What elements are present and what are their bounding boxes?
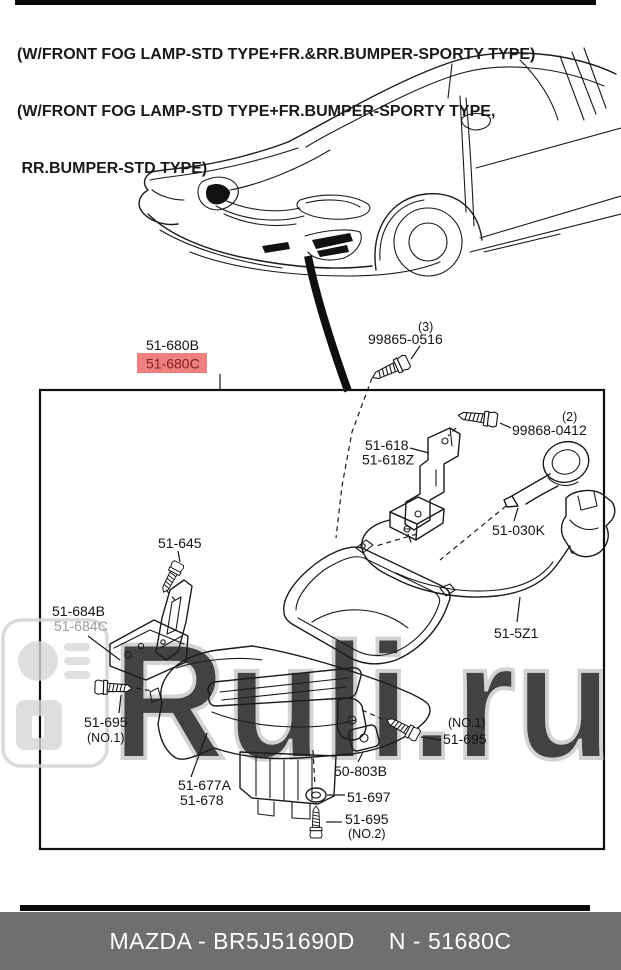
- left-headlamp-dark: [205, 184, 230, 205]
- screw-99865-icon: [368, 353, 412, 385]
- part-label-51-677a[interactable]: 51-677A: [178, 777, 232, 793]
- watermark-text: Ruli.ru: [112, 609, 612, 793]
- qty-label-3: (3): [418, 320, 433, 334]
- part-label-51-695-no2[interactable]: 51-695: [345, 811, 389, 827]
- part-label-50-803b[interactable]: 50-803B: [334, 763, 387, 779]
- screw-99868-icon: [456, 407, 499, 428]
- part-label-51-5z1[interactable]: 51-5Z1: [494, 625, 539, 641]
- option-header: (W/FRONT FOG LAMP-STD TYPE+FR.&RR.BUMPER…: [17, 7, 535, 216]
- footer-catalog-code: MAZDA - BR5J51690D: [109, 927, 355, 954]
- part-label-51-697[interactable]: 51-697: [347, 789, 391, 805]
- part-label-51-645[interactable]: 51-645: [158, 535, 202, 551]
- qty-label-no1-right: (NO.1): [448, 716, 486, 730]
- part-label-51-618z[interactable]: 51-618Z: [362, 452, 415, 468]
- pointer-swoosh: [304, 255, 352, 393]
- qty-label-2: (2): [562, 410, 577, 424]
- part-label-51-695-left[interactable]: 51-695: [84, 714, 128, 730]
- fog-lamp-dark-slot: [312, 233, 353, 249]
- parts-diagram: Ruli.ru: [1, 47, 621, 851]
- footer-bar: MAZDA - BR5J51690D N - 51680C: [0, 912, 621, 970]
- bottom-rule: [20, 905, 590, 911]
- callout-labels: 51-680B 51-680C (3) 99865-0516 (2) 99868…: [52, 320, 587, 841]
- part-label-51-695-right[interactable]: 51-695: [443, 731, 487, 747]
- grommet-697: [305, 787, 327, 803]
- footer-part-code: N - 51680C: [388, 927, 512, 954]
- part-label-51-680b[interactable]: 51-680B: [146, 337, 199, 353]
- part-label-51-030k[interactable]: 51-030K: [492, 522, 546, 538]
- bolt-695-no2-icon: [309, 805, 323, 839]
- top-rule: [15, 0, 596, 5]
- qty-label-no2: (NO.2): [348, 827, 386, 841]
- fog-lamp-parts: [87, 407, 616, 839]
- qty-label-no1-left: (NO.1): [87, 731, 125, 745]
- part-label-51-684b[interactable]: 51-684B: [52, 603, 105, 619]
- option-line-1: (W/FRONT FOG LAMP-STD TYPE+FR.&RR.BUMPER…: [17, 46, 536, 63]
- part-label-51-678[interactable]: 51-678: [180, 792, 224, 808]
- part-label-51-680c[interactable]: 51-680C: [146, 356, 200, 372]
- part-label-51-684c[interactable]: 51-684C: [54, 618, 108, 634]
- watermark: Ruli.ru: [1, 607, 614, 795]
- part-label-99865-0516[interactable]: 99865-0516: [368, 331, 443, 347]
- car-illustration: [138, 47, 621, 277]
- highlight-51-680c[interactable]: [137, 353, 207, 373]
- plate-50-803b: [348, 724, 380, 752]
- part-label-51-618[interactable]: 51-618: [365, 437, 409, 453]
- part-label-99868-0412[interactable]: 99868-0412: [512, 422, 587, 438]
